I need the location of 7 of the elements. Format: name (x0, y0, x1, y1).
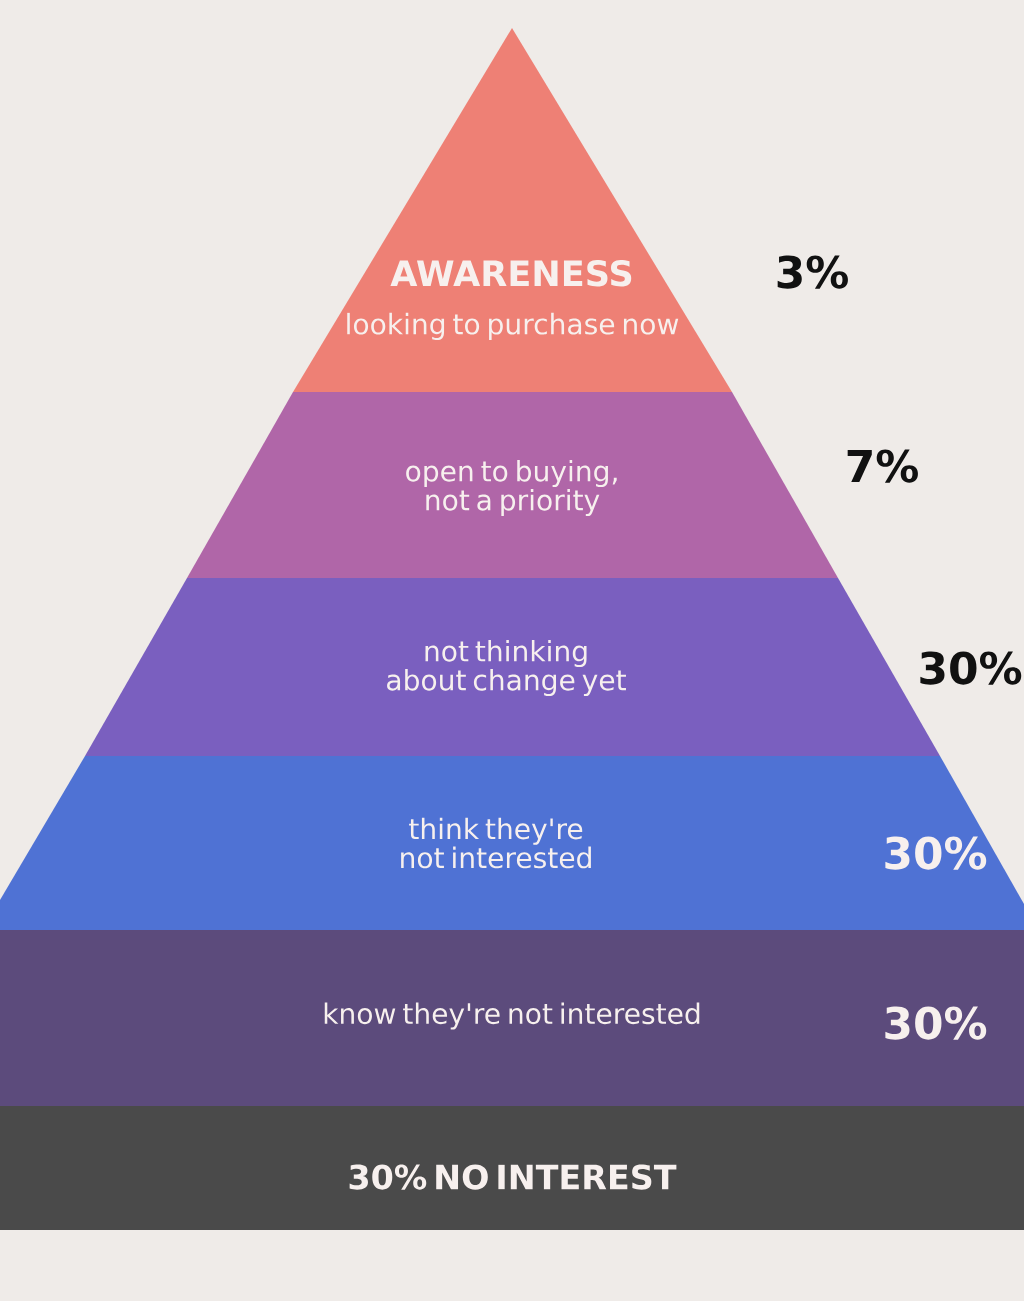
percentage-label: 7% (847, 449, 918, 483)
pyramid-tier: AWARENESS looking to purchase now (293, 28, 732, 392)
base-band: 30% NO INTEREST (0, 1106, 1024, 1230)
pyramid-tier: think they're not interested 30% (0, 756, 1024, 930)
pyramid-tier: open to buying, not a priority (187, 392, 838, 578)
pyramid-tier: know they're not interested 30% (0, 930, 1024, 1106)
percentage-label: 3% (777, 255, 848, 289)
